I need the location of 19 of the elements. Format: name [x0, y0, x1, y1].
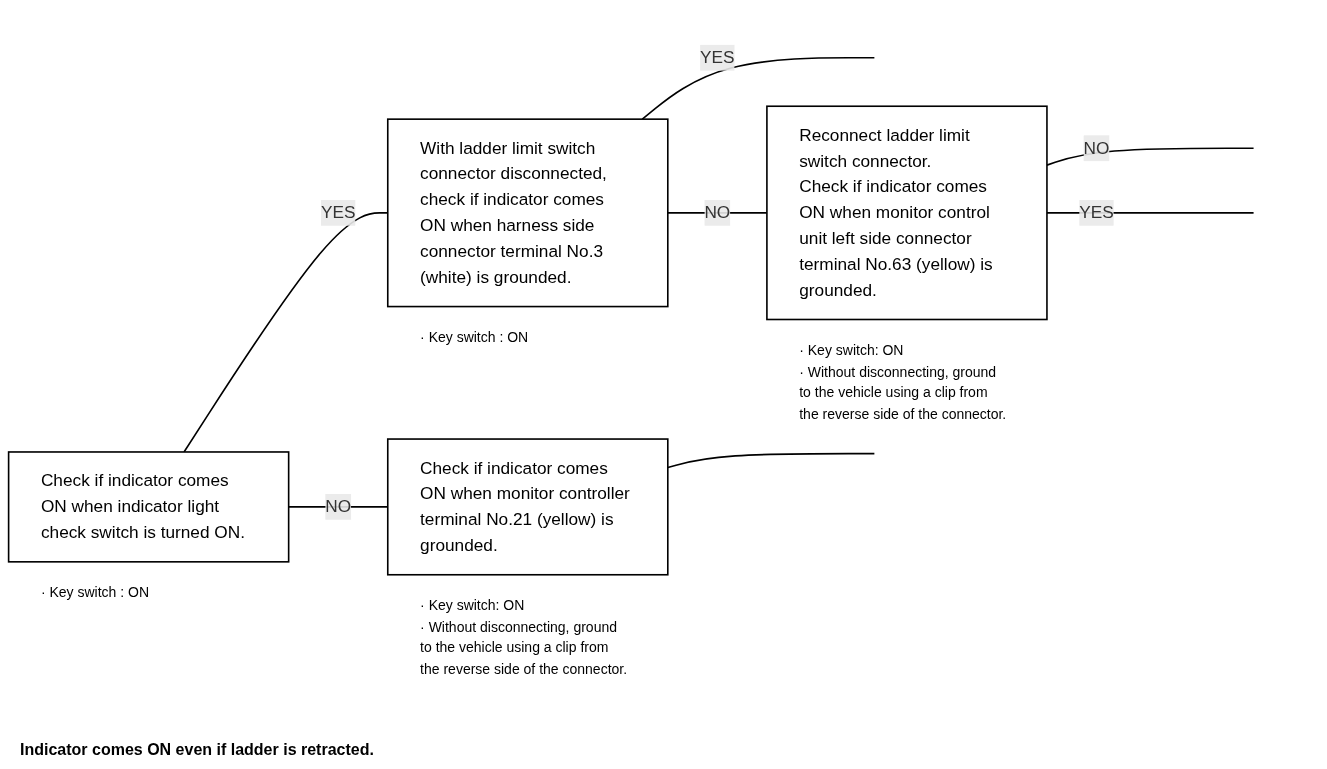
node-box: With ladder limit switch connector disconnected, check if indicator comes ON when harness side connector terminal No.3 (white) is grounded. — [386, 118, 669, 308]
edge-label: NO — [325, 497, 352, 516]
connector — [667, 452, 876, 469]
node-box: Check if indicator comes ON when monitor controller terminal No.21 (yellow) is grounded. — [386, 438, 669, 576]
edge-label: NO — [704, 203, 731, 222]
node-label: · Key switch: ON — [799, 342, 904, 359]
node-label: · Key switch : ON — [420, 329, 529, 346]
node-label: · Without disconnecting, ground to the vehicle using a clip from the reverse side of the connector. — [420, 618, 628, 677]
node-label: · Key switch: ON — [420, 597, 525, 614]
edge-label: NO — [1083, 138, 1110, 157]
node-label: · Without disconnecting, ground to the vehicle using a clip from the reverse side of the connector. — [799, 363, 1007, 422]
node-box: Check if indicator comes ON when indicator light check switch is turned ON. — [7, 451, 290, 563]
connector — [641, 56, 876, 120]
node-box: Reconnect ladder limit switch connector. Check if indicator comes ON when monitor control unit left side connector terminal No.63 (yellow) is grounded. — [766, 105, 1048, 321]
edge-label: YES — [700, 48, 735, 67]
node-label: · Key switch : ON — [40, 584, 150, 601]
edge-label: YES — [320, 203, 356, 222]
note-text: Indicator comes ON even if ladder is retracted. — [20, 741, 375, 759]
edge-label: YES — [1079, 203, 1114, 222]
